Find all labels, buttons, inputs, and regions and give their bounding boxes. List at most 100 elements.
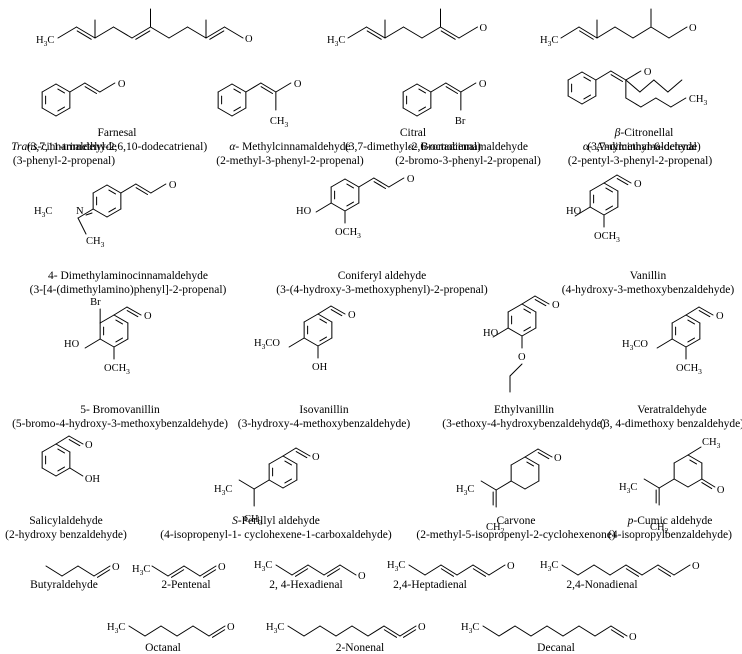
single-bond (492, 327, 509, 338)
atom-label: H3C (540, 35, 558, 48)
double-bond (445, 82, 462, 93)
aromatic-bond-inner (418, 106, 427, 112)
atom-label: O (312, 452, 320, 463)
single-bond (94, 26, 114, 39)
double-bond-inner (135, 30, 151, 40)
compound-name-prefix: β (614, 127, 621, 139)
aromatic-bond-inner (346, 183, 355, 189)
ring-bond (99, 338, 115, 348)
compound-name: Salicylaldehyde (29, 515, 102, 527)
single-bond (253, 479, 270, 490)
atom-label: Br (90, 297, 101, 308)
atom-label: H3C (34, 206, 52, 219)
aromatic-bond-inner (319, 318, 328, 324)
compound-name: 2-Pentenal (161, 579, 210, 591)
atom-label: CH3 (689, 94, 708, 107)
single-bond (339, 564, 357, 576)
compound-name: Farnesal (98, 127, 137, 139)
single-bond (656, 338, 673, 349)
double-bond (657, 564, 675, 576)
double-bond (199, 565, 217, 577)
single-bond (287, 625, 305, 637)
atom-label: O (144, 311, 152, 322)
double-bond-inner (657, 568, 671, 577)
compound-name: Isovanillin (299, 404, 348, 416)
single-bond (192, 625, 210, 637)
double-bond-inner (625, 568, 639, 577)
single-bond (187, 26, 207, 39)
aromatic-bond-inner (689, 459, 698, 465)
double-bond (76, 26, 96, 39)
atom-label: O (480, 23, 488, 34)
double-bond (291, 564, 309, 576)
single-bond (482, 625, 500, 637)
double-bond (295, 447, 311, 457)
atom-label: CH3 (86, 236, 105, 249)
compound-name: 5- Bromovanillin (80, 404, 160, 416)
single-bond (160, 625, 178, 637)
atom-label: O (112, 562, 120, 573)
atom-label: O (689, 23, 697, 34)
aromatic-bond-inner (284, 478, 293, 484)
ring-bond (521, 327, 537, 337)
single-bond (596, 26, 616, 39)
single-bond (275, 82, 292, 93)
single-bond (561, 564, 579, 576)
atom-label: OCH3 (104, 363, 130, 376)
compound-iupac-name: (2-bromo-3-phenyl-2-propenal) (395, 155, 541, 167)
ring-bond (330, 178, 346, 188)
ring-bond (603, 206, 619, 216)
ring-bond (402, 83, 418, 93)
atom-label: HO (64, 339, 80, 350)
single-bond (55, 435, 70, 445)
ring-bond (268, 479, 284, 489)
compound-name: Trans-cinnamaldehyde (11, 141, 116, 153)
double-bond-inner (203, 569, 217, 578)
double-bond-inner (403, 629, 417, 638)
compound-name: β-Citronellal (614, 127, 674, 139)
double-bond-inner (701, 482, 713, 490)
atom-label: O (245, 34, 253, 45)
ring-bond (92, 184, 108, 194)
ring-bond (524, 456, 540, 466)
compound-name: 2,4-Heptadienal (393, 579, 467, 591)
ring-bond (282, 479, 298, 489)
single-bond (625, 70, 642, 81)
atom-label: OH (85, 474, 101, 485)
atom-label: O (692, 561, 700, 572)
double-bond (616, 174, 632, 184)
ring-bond (41, 467, 57, 477)
atom-label: H3C (36, 35, 54, 48)
double-bond-inner (295, 451, 308, 459)
compound-name: α- Methylcinnamaldehyde (229, 141, 350, 153)
double-bond (625, 564, 643, 576)
double-bond (472, 564, 490, 576)
single-bond (509, 363, 523, 377)
single-bond (275, 564, 293, 576)
atom-label: H3C (540, 560, 558, 573)
double-bond-inner (383, 629, 397, 638)
atom-label: HO (566, 206, 582, 217)
ring-bond (685, 338, 701, 348)
double-bond-inner (97, 569, 111, 578)
atom-label: CH3 (270, 116, 289, 129)
atom-label: OCH3 (676, 363, 702, 376)
atom-label: O (717, 485, 725, 496)
ring-bond (671, 338, 687, 348)
ring-bond (567, 95, 583, 105)
ring-bond (344, 178, 360, 188)
single-bond (530, 625, 548, 637)
atom-label: H3C (254, 560, 272, 573)
double-bond-inner (171, 569, 185, 578)
single-bond (685, 306, 700, 316)
atom-label: H3CO (622, 339, 648, 352)
double-bond (208, 625, 226, 637)
compound-name-prefix: α (229, 141, 236, 153)
single-bond (288, 337, 305, 348)
single-bond (650, 26, 670, 39)
double-bond (135, 183, 152, 194)
single-bond (521, 295, 536, 305)
double-bond (93, 565, 111, 577)
